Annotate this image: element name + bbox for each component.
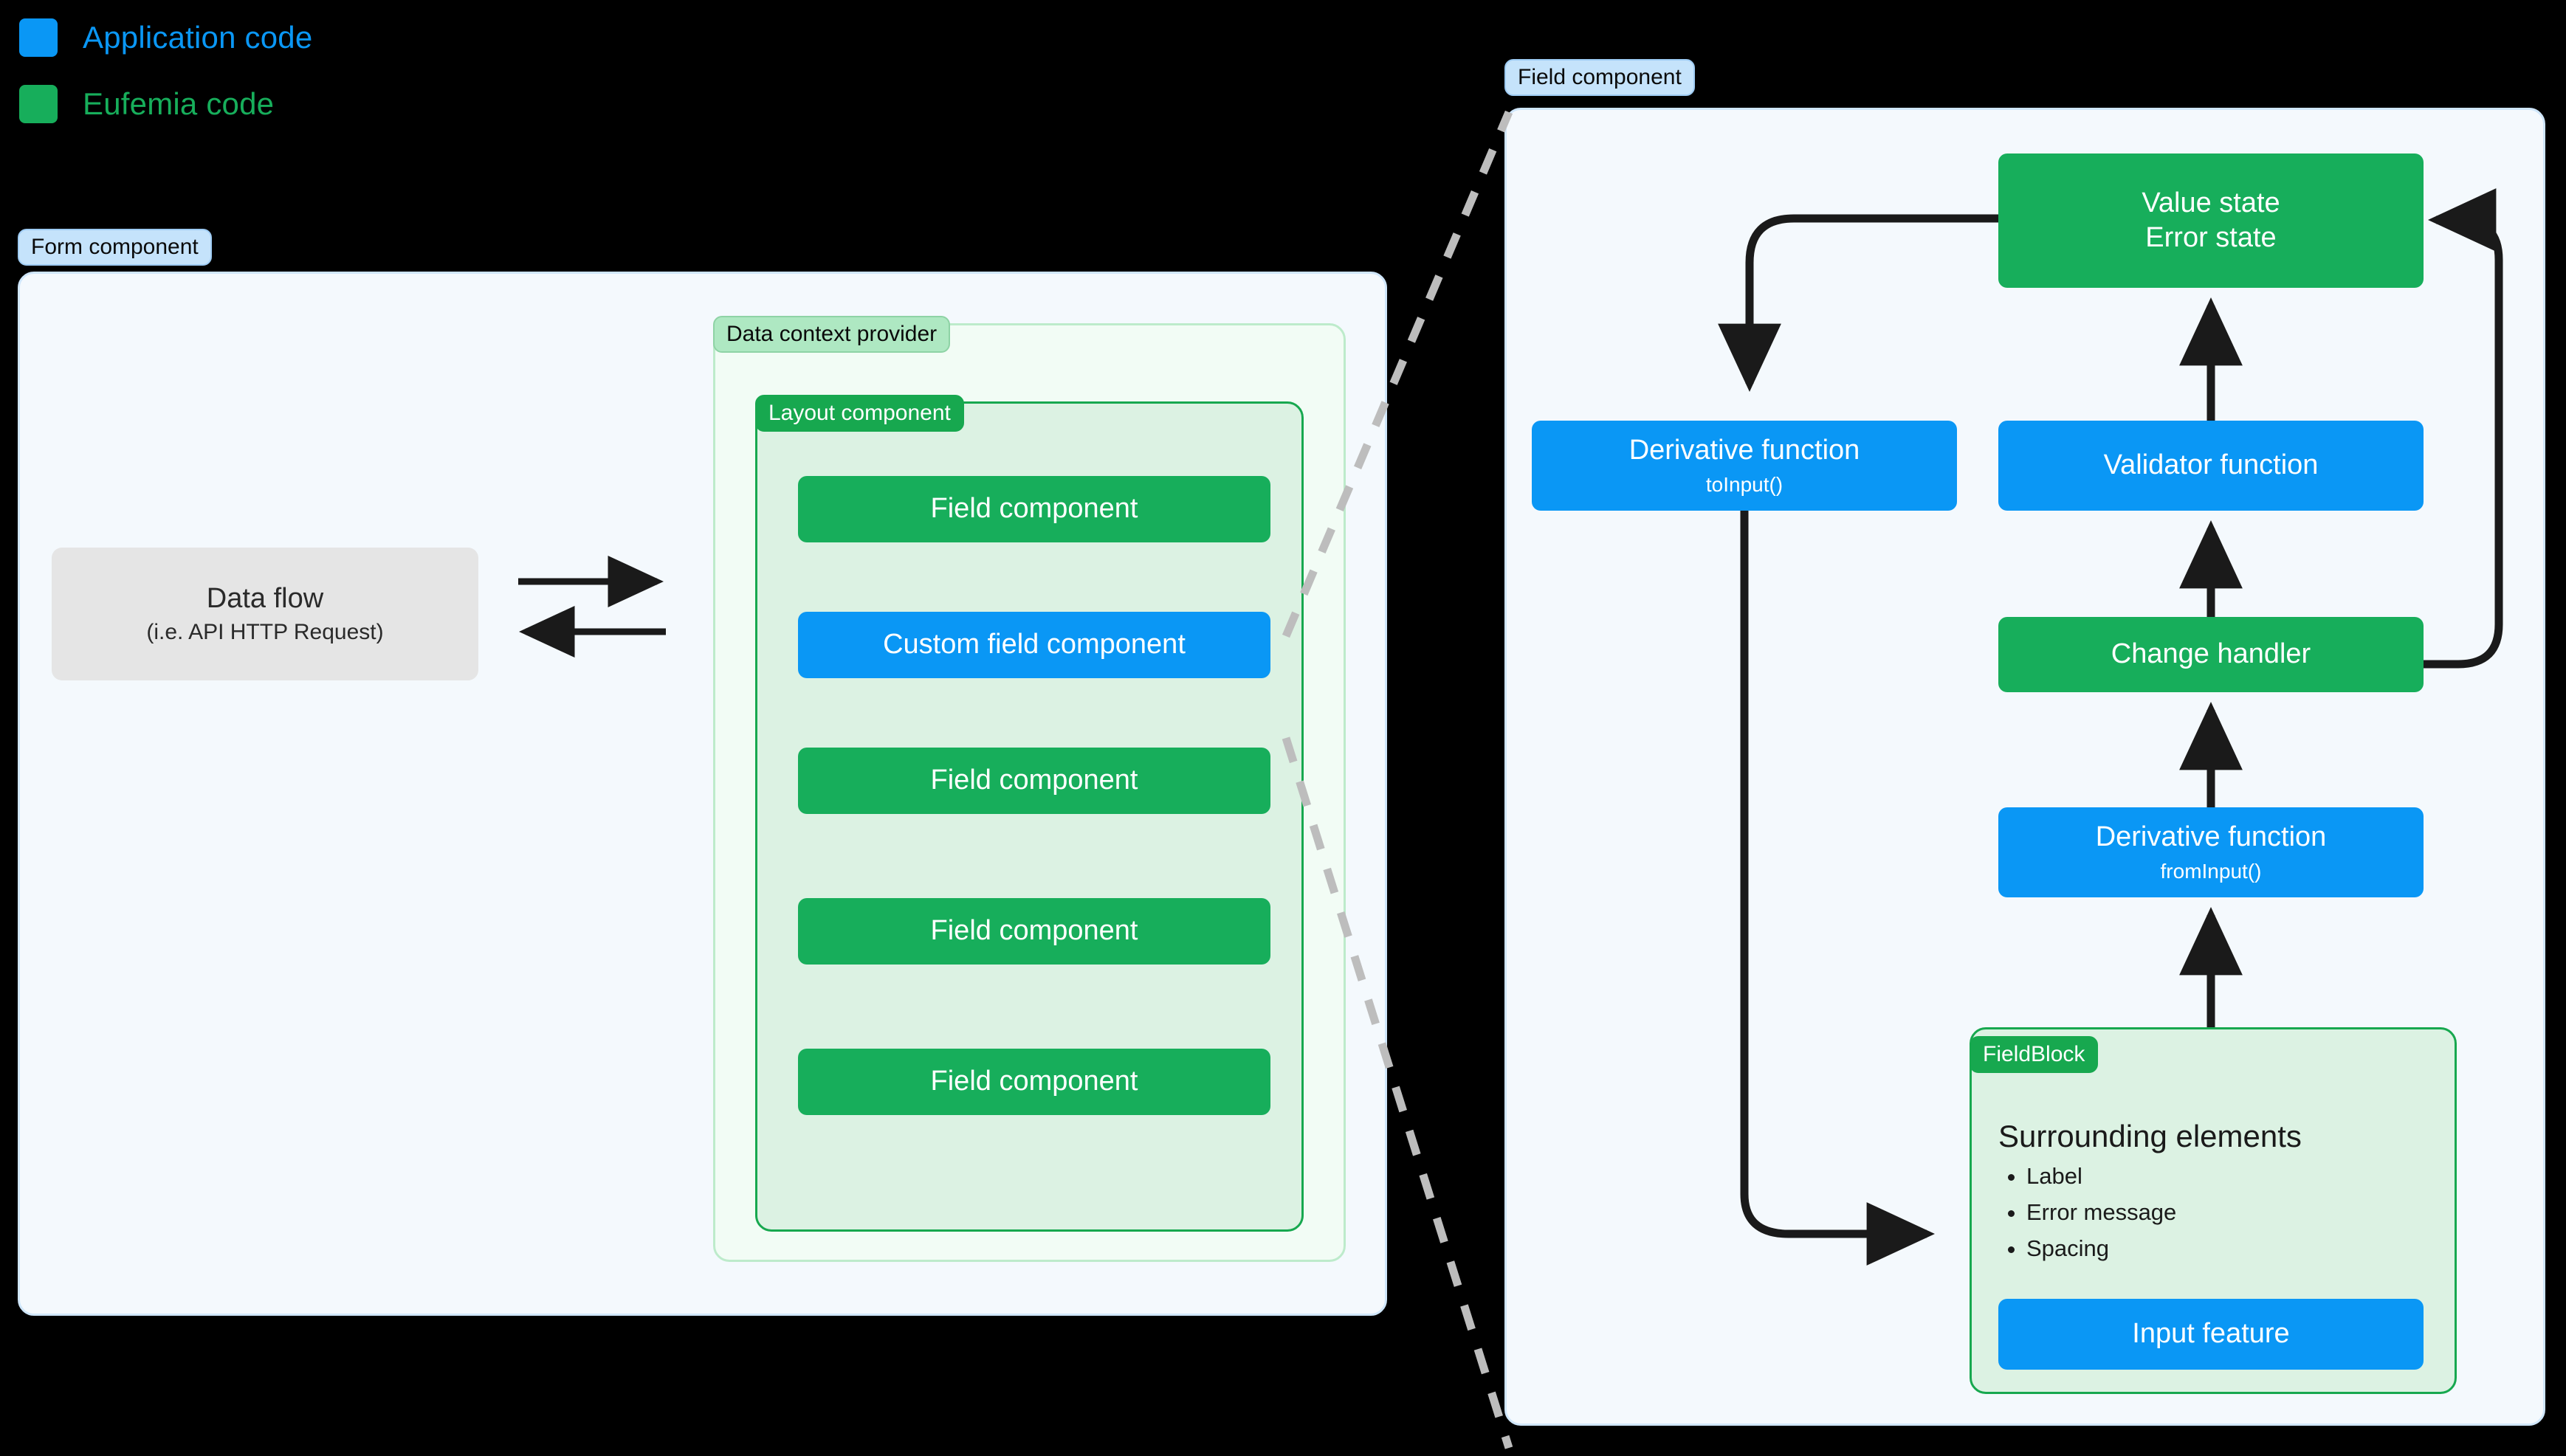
derivative-from-input-sub: fromInput() <box>2160 859 2262 883</box>
legend: Application code Eufemia code <box>19 15 312 148</box>
field-component-panel-tag: Field component <box>1504 59 1695 96</box>
derivative-to-input-title: Derivative function <box>1628 435 1860 466</box>
list-item: Spacing <box>2026 1232 2176 1265</box>
validator-function-title: Validator function <box>2103 449 2319 481</box>
data-flow-node: Data flow (i.e. API HTTP Request) <box>52 548 478 680</box>
legend-label-eufemia: Eufemia code <box>83 86 275 121</box>
validator-function-node: Validator function <box>1998 421 2424 511</box>
fieldblock-tag: FieldBlock <box>1970 1036 2099 1073</box>
custom-field-component-box: Custom field component <box>798 612 1270 678</box>
legend-item-eufemia: Eufemia code <box>19 81 312 127</box>
legend-item-application: Application code <box>19 15 312 61</box>
legend-label-application: Application code <box>83 20 313 55</box>
field-component-label-3: Field component <box>930 915 1138 947</box>
data-context-provider-tag: Data context provider <box>713 316 951 353</box>
field-component-box-1: Field component <box>798 476 1270 542</box>
input-feature-title: Input feature <box>2132 1318 2290 1350</box>
input-feature-node: Input feature <box>1998 1299 2424 1370</box>
field-component-label-1: Field component <box>930 493 1138 525</box>
field-component-box-2: Field component <box>798 748 1270 814</box>
blue-square-swatch <box>19 18 58 57</box>
change-handler-node: Change handler <box>1998 617 2424 692</box>
derivative-from-input-title: Derivative function <box>2095 821 2327 853</box>
layout-component-tag: Layout component <box>755 395 964 432</box>
value-state-line2: Error state <box>2145 222 2277 253</box>
value-state-node: Value state Error state <box>1998 153 2424 288</box>
field-component-box-3: Field component <box>798 898 1270 965</box>
custom-field-component-label: Custom field component <box>883 629 1186 660</box>
derivative-from-input-node: Derivative function fromInput() <box>1998 807 2424 897</box>
derivative-to-input-sub: toInput() <box>1705 472 1784 496</box>
surrounding-elements-heading: Surrounding elements <box>1998 1119 2302 1153</box>
field-component-label-2: Field component <box>930 765 1138 796</box>
list-item: Error message <box>2026 1196 2176 1229</box>
field-component-label-4: Field component <box>930 1066 1138 1097</box>
field-component-box-4: Field component <box>798 1049 1270 1115</box>
data-flow-subtitle: (i.e. API HTTP Request) <box>146 620 384 645</box>
form-component-tag: Form component <box>18 229 212 266</box>
change-handler-title: Change handler <box>2111 638 2311 670</box>
green-square-swatch <box>19 85 58 123</box>
list-item: Label <box>2026 1160 2176 1193</box>
surrounding-elements-list: Label Error message Spacing <box>1998 1160 2176 1269</box>
data-flow-title: Data flow <box>206 582 324 614</box>
derivative-to-input-node: Derivative function toInput() <box>1532 421 1957 511</box>
value-state-line1: Value state <box>2142 187 2280 218</box>
